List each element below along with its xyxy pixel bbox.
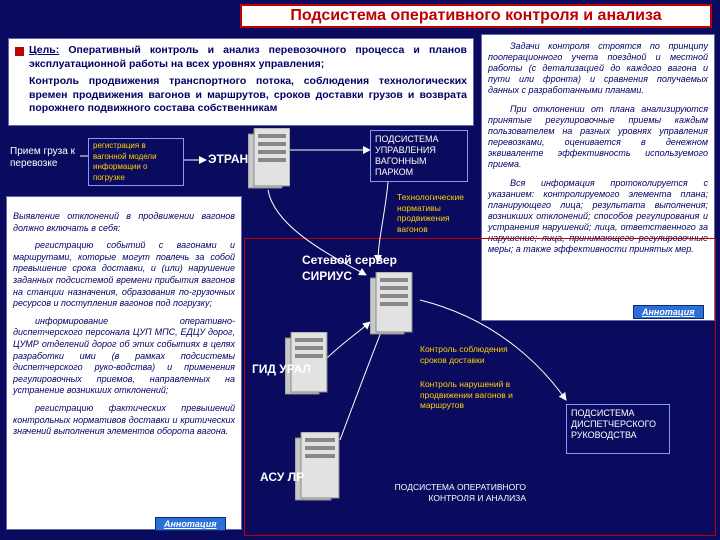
left-paragraph-2: регистрацию событий с вагонами и маршрут… (13, 240, 235, 309)
left-paragraph-4: регистрацию фактических превышений контр… (13, 402, 235, 437)
gid-to-sirius-arrow (324, 321, 371, 361)
left-paragraph-3: информирование оперативно-диспетчерского… (13, 315, 235, 396)
gid-label: ГИД УРАЛ (252, 362, 311, 376)
registration-box: регистрация в вагонной модели информации… (88, 138, 184, 186)
etran-server-icon (247, 127, 291, 195)
operational-subsystem-label: ПОДСИСТЕМА ОПЕРАТИВНОГО КОНТРОЛЯ И АНАЛИ… (394, 482, 526, 503)
left-annotation-panel: Выявление отклонений в продвижении вагон… (6, 196, 242, 530)
right-paragraph-1: Задачи контроля строятся по принципу поо… (488, 41, 708, 95)
bullet-icon (15, 47, 24, 56)
right-annotation-button[interactable]: Аннотация (633, 305, 704, 319)
goal-paragraph-1: Цель: Оперативный контроль и анализ пере… (29, 44, 467, 71)
tech-norms-label: Технологические нормативы продвижения ва… (397, 192, 464, 234)
goal-panel: Цель: Оперативный контроль и анализ пере… (8, 38, 474, 126)
asu-to-sirius-arrow (339, 321, 387, 441)
wagonpark-to-sirius-arrow (374, 181, 389, 263)
asu-label: АСУ ЛР (260, 470, 305, 484)
operational-subsystem-region (244, 238, 716, 536)
left-annotation-button[interactable]: Аннотация (155, 517, 226, 531)
violation-control-label: Контроль нарушений в продвижении вагонов… (420, 379, 513, 410)
page-title-box: Подсистема оперативного контроля и анали… (240, 4, 712, 28)
dispatch-subsystem-box: ПОДСИСТЕМА ДИСПЕТЧЕРСКОГО РУКОВОДСТВА (566, 404, 670, 454)
sirius-to-dispatch-arrow (419, 299, 567, 401)
goal-text-1: Оперативный контроль и анализ перевозочн… (29, 44, 468, 70)
wagon-park-subsystem-box: ПОДСИСТЕМА УПРАВЛЕНИЯ ВАГОННЫМ ПАРКОМ (370, 130, 468, 182)
goal-label: Цель: (29, 44, 60, 56)
etran-label: ЭТРАН (208, 152, 249, 166)
asu-server-icon (294, 431, 341, 507)
sirius-server-icon (369, 271, 414, 341)
delivery-control-label: Контроль соблюдения сроков доставки (420, 344, 508, 365)
right-paragraph-2: При отклонении от плана анализируются пр… (488, 104, 708, 169)
goal-text-2: Контроль продвижения транспортного поток… (29, 75, 467, 114)
page-title: Подсистема оперативного контроля и анали… (290, 7, 662, 24)
gid-server-icon (284, 331, 329, 401)
network-server-label: Сетевой сервер СИРИУС (302, 253, 397, 283)
cargo-acceptance-label: Прием груза к перевозке (10, 146, 75, 169)
etran-to-sirius-arrow (267, 189, 367, 276)
left-paragraph-1: Выявление отклонений в продвижении вагон… (13, 211, 235, 233)
